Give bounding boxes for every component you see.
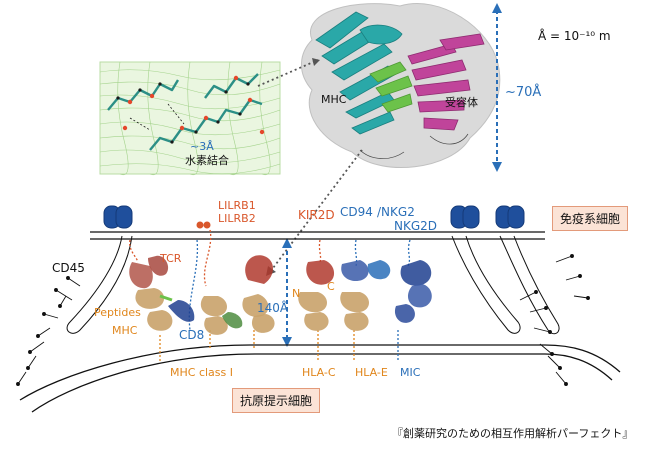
tethers bbox=[129, 229, 411, 362]
mhc-class-i-complex bbox=[200, 296, 243, 335]
mhc-class-i-label: MHC class Ⅰ bbox=[170, 366, 233, 379]
lilrb-glyph bbox=[196, 221, 211, 229]
mic-complex bbox=[394, 260, 432, 323]
receptor-label: 受容体 bbox=[445, 96, 478, 109]
mhc-tcr-complex bbox=[129, 255, 195, 331]
top-complex bbox=[301, 3, 501, 168]
cd8-label: CD8 bbox=[179, 328, 205, 342]
inset-connector bbox=[257, 59, 319, 87]
cd94-label: CD94 bbox=[340, 205, 373, 219]
apc-membrane bbox=[19, 344, 621, 413]
mhc-top-label: MHC bbox=[321, 93, 347, 106]
complex-connector bbox=[269, 149, 363, 273]
n-terminus-label: N bbox=[292, 287, 301, 300]
cd45-label: CD45 bbox=[52, 261, 85, 275]
cd45-rods bbox=[66, 235, 560, 335]
dimer-glyphs bbox=[103, 205, 525, 229]
dimension-70-arrow bbox=[492, 3, 502, 172]
source-caption: 『創薬研究のための相互作用解析パーフェクト』 bbox=[392, 427, 634, 440]
mhc-left-label: MHC bbox=[112, 324, 138, 337]
mic-label: MIC bbox=[400, 366, 421, 379]
nkg2-label: /NKG2 bbox=[377, 205, 415, 219]
kir-complex bbox=[242, 255, 275, 333]
dimension-140-label: 140Å bbox=[257, 301, 289, 315]
hla-c-complex bbox=[298, 260, 335, 331]
scale-unit-label: Å = 10⁻¹⁰ m bbox=[538, 29, 611, 43]
immune-cell-box: 免疫系細胞 bbox=[552, 206, 629, 231]
hla-e-complex bbox=[340, 260, 391, 331]
lilrb2-label: LILRB2 bbox=[218, 212, 256, 225]
glycan-trees bbox=[16, 254, 590, 386]
hydrogen-bond-label: 水素結合 bbox=[185, 154, 229, 167]
nkg2d-label: NKG2D bbox=[394, 219, 438, 233]
dimension-140-arrow bbox=[282, 238, 292, 347]
hla-c-label: HLA-C bbox=[302, 366, 336, 379]
peptides-label: Peptides bbox=[94, 306, 141, 319]
tcr-label: TCR bbox=[160, 252, 182, 265]
kir2d-label: KIR2D bbox=[298, 208, 335, 222]
lilrb1-label: LILRB1 bbox=[218, 199, 256, 212]
inset-arrowhead bbox=[312, 58, 320, 66]
immune-cell-membrane bbox=[90, 231, 545, 240]
dimension-3-label: ~3Å bbox=[190, 140, 214, 153]
density-inset bbox=[99, 61, 281, 176]
dimension-70-label: ~70Å bbox=[505, 85, 542, 100]
apc-box: 抗原提示細胞 bbox=[232, 388, 321, 413]
c-terminus-label: C bbox=[327, 280, 335, 293]
hla-e-label: HLA-E bbox=[355, 366, 388, 379]
